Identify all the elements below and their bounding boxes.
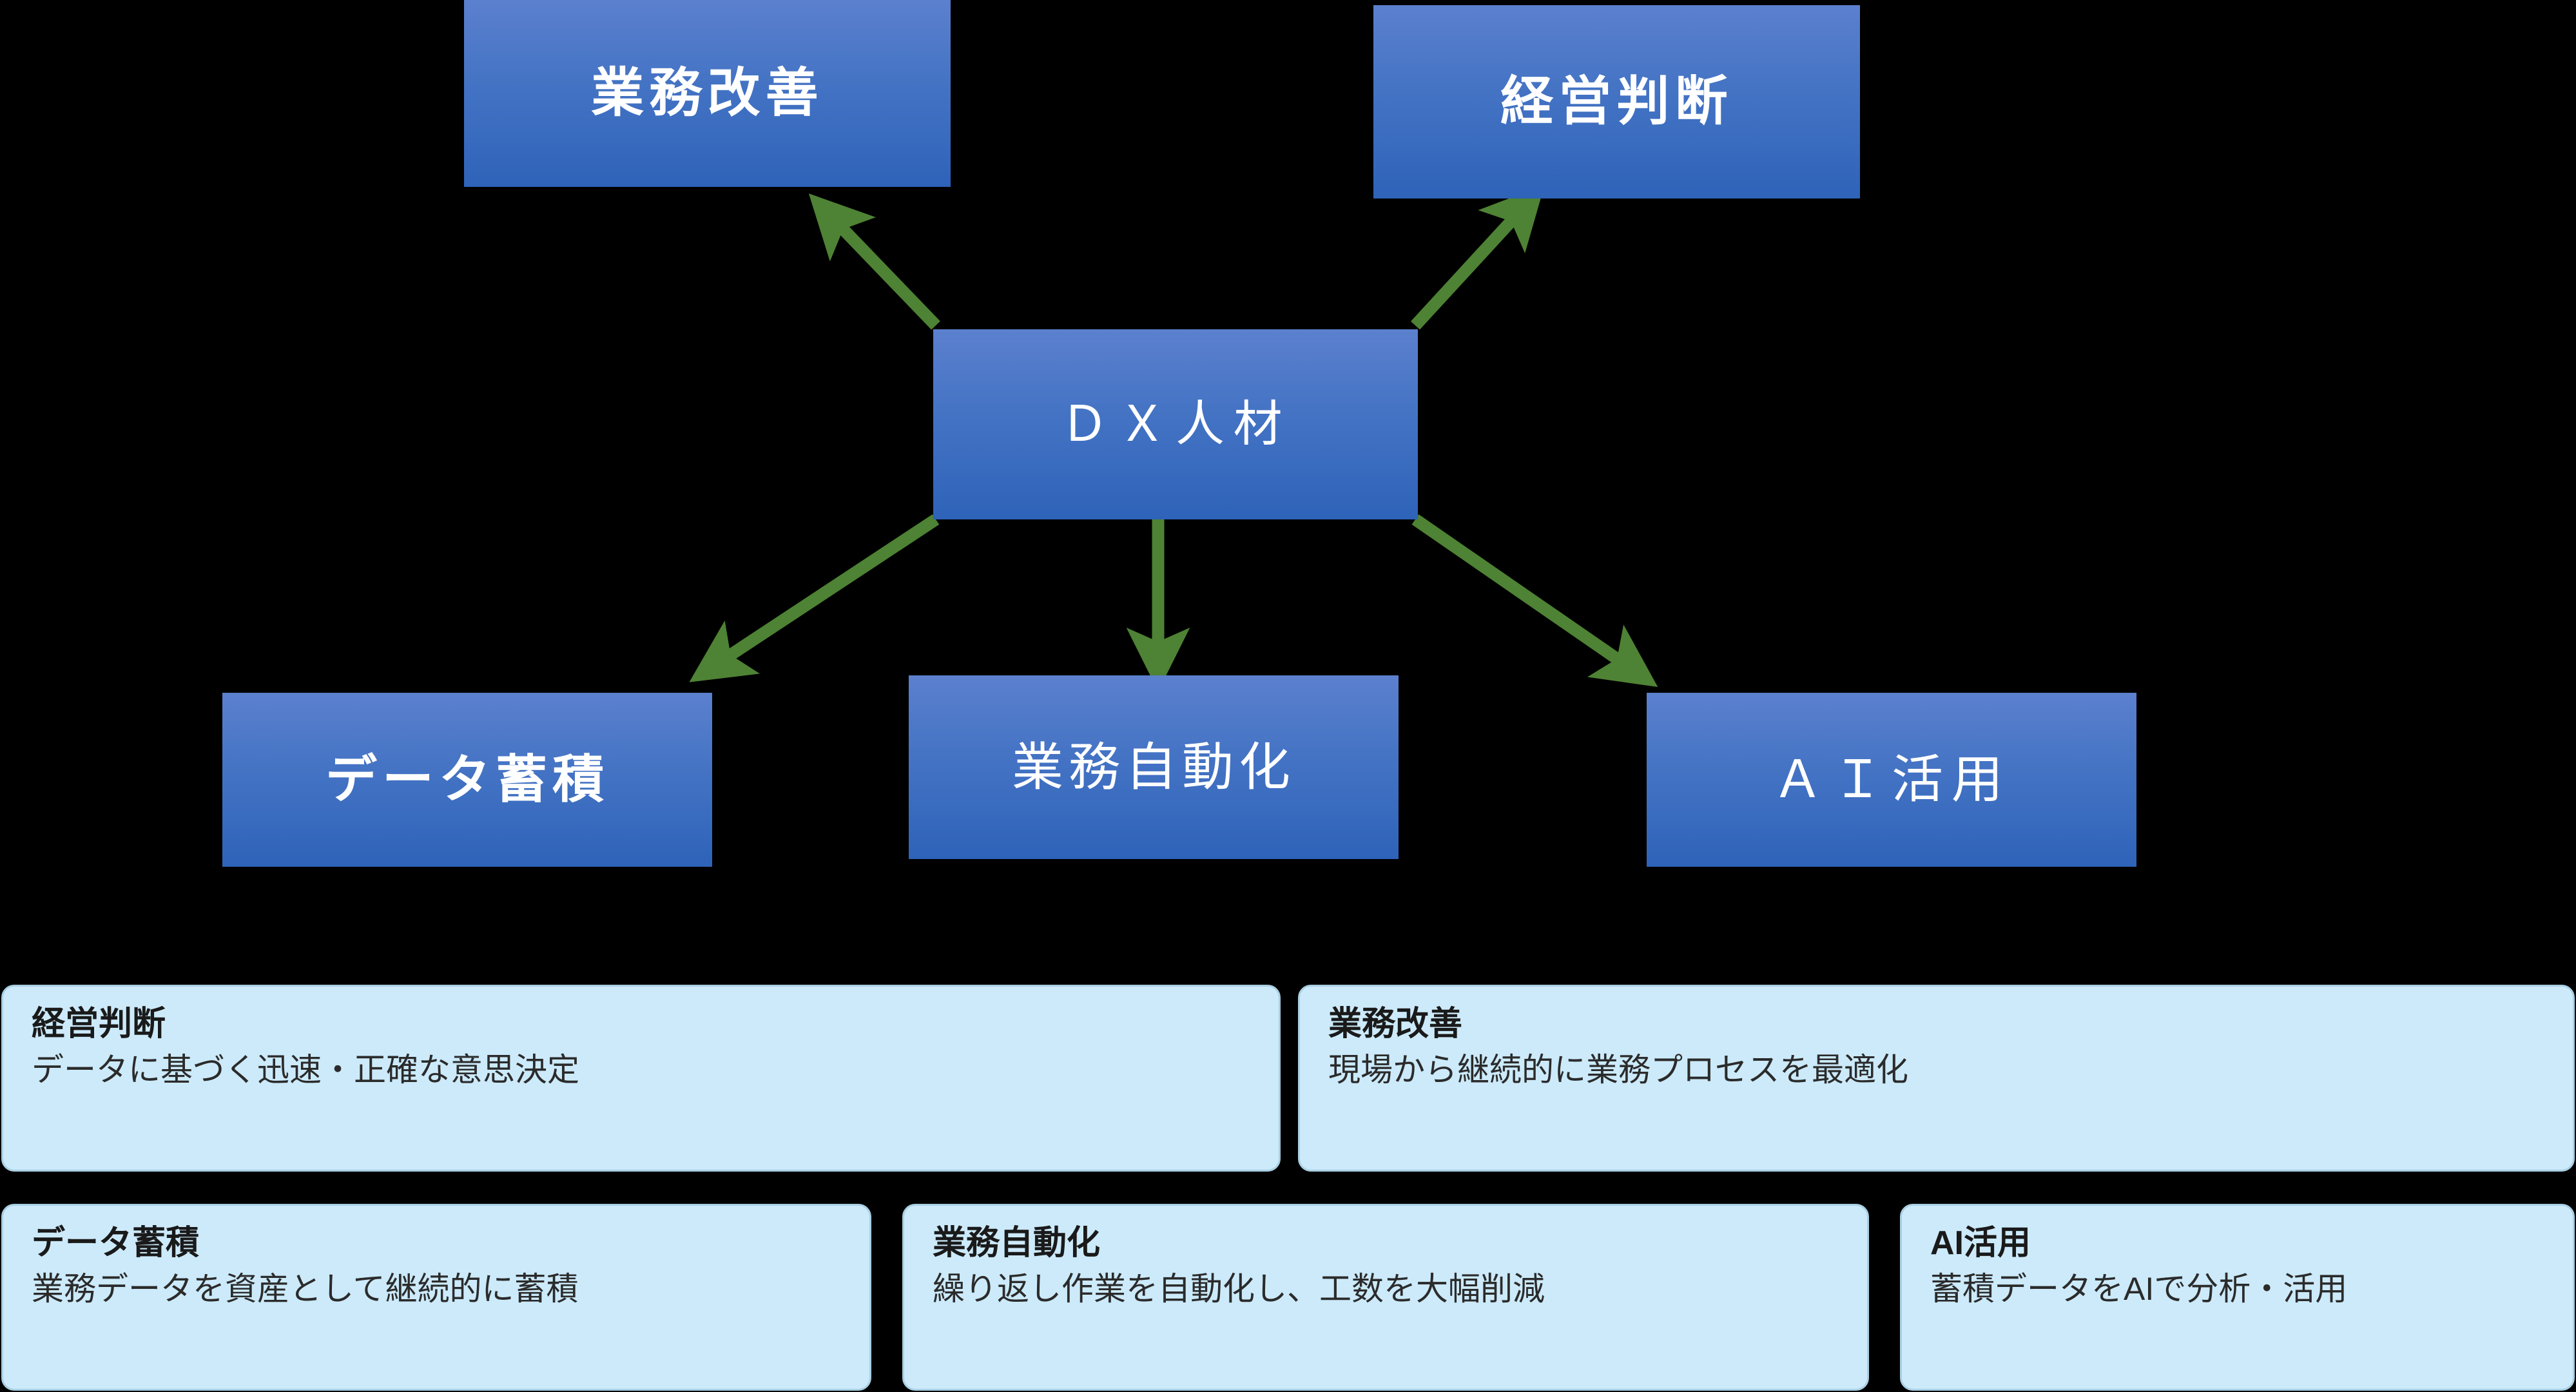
node-ai-katsuyou-label: ＡＩ活用 (1772, 751, 2011, 808)
card-keiei-handan[interactable]: 経営判断 データに基づく迅速・正確な意思決定 (1, 985, 1281, 1172)
node-data-chikuseki-label: データ蓄積 (325, 751, 609, 808)
arrow-center-to-data-chikuseki (689, 514, 940, 682)
card-ai-katsuyou-description: 蓄積データをAIで分析・活用 (1930, 1271, 2348, 1307)
card-data-chikuseki-description: 業務データを資産として継続的に蓄積 (32, 1271, 579, 1307)
card-gyomu-kaizen-description: 現場から継続的に業務プロセスを最適化 (1328, 1052, 1908, 1088)
node-ai-katsuyou[interactable]: ＡＩ活用 (1647, 693, 2136, 867)
card-gyomu-jidouka[interactable]: 業務自動化 繰り返し作業を自動化し、工数を大幅削減 (902, 1204, 1869, 1391)
card-data-chikuseki[interactable]: データ蓄積 業務データを資産として継続的に蓄積 (1, 1204, 871, 1391)
arrow-center-to-keiei-handan (1411, 184, 1545, 330)
card-gyomu-kaizen-title: 業務改善 (1328, 1005, 1463, 1043)
arrow-center-to-gyomu-kaizen (808, 193, 940, 330)
node-keiei-handan[interactable]: 経営判断 (1373, 5, 1860, 198)
card-keiei-handan-title: 経営判断 (32, 1005, 166, 1043)
node-dx-jinzai[interactable]: ＤＸ人材 (933, 329, 1418, 519)
node-gyomu-kaizen-label: 業務改善 (591, 63, 824, 122)
node-gyomu-jidouka[interactable]: 業務自動化 (909, 675, 1399, 859)
card-gyomu-jidouka-description: 繰り返し作業を自動化し、工数を大幅削減 (933, 1271, 1545, 1307)
card-ai-katsuyou-title: AI活用 (1930, 1224, 2031, 1262)
node-gyomu-jidouka-label: 業務自動化 (1012, 738, 1295, 796)
card-gyomu-jidouka-title: 業務自動化 (933, 1224, 1101, 1262)
node-gyomu-kaizen[interactable]: 業務改善 (464, 0, 951, 187)
node-keiei-handan-label: 経営判断 (1500, 72, 1733, 131)
node-data-chikuseki[interactable]: データ蓄積 (222, 693, 712, 867)
node-dx-jinzai-label: ＤＸ人材 (1060, 396, 1292, 452)
card-keiei-handan-description: データに基づく迅速・正確な意思決定 (32, 1052, 579, 1088)
card-gyomu-kaizen[interactable]: 業務改善 現場から継続的に業務プロセスを最適化 (1298, 985, 2575, 1172)
card-ai-katsuyou[interactable]: AI活用 蓄積データをAIで分析・活用 (1900, 1204, 2575, 1391)
card-data-chikuseki-title: データ蓄積 (32, 1224, 200, 1262)
arrow-center-to-ai-katsuyou (1411, 514, 1658, 688)
